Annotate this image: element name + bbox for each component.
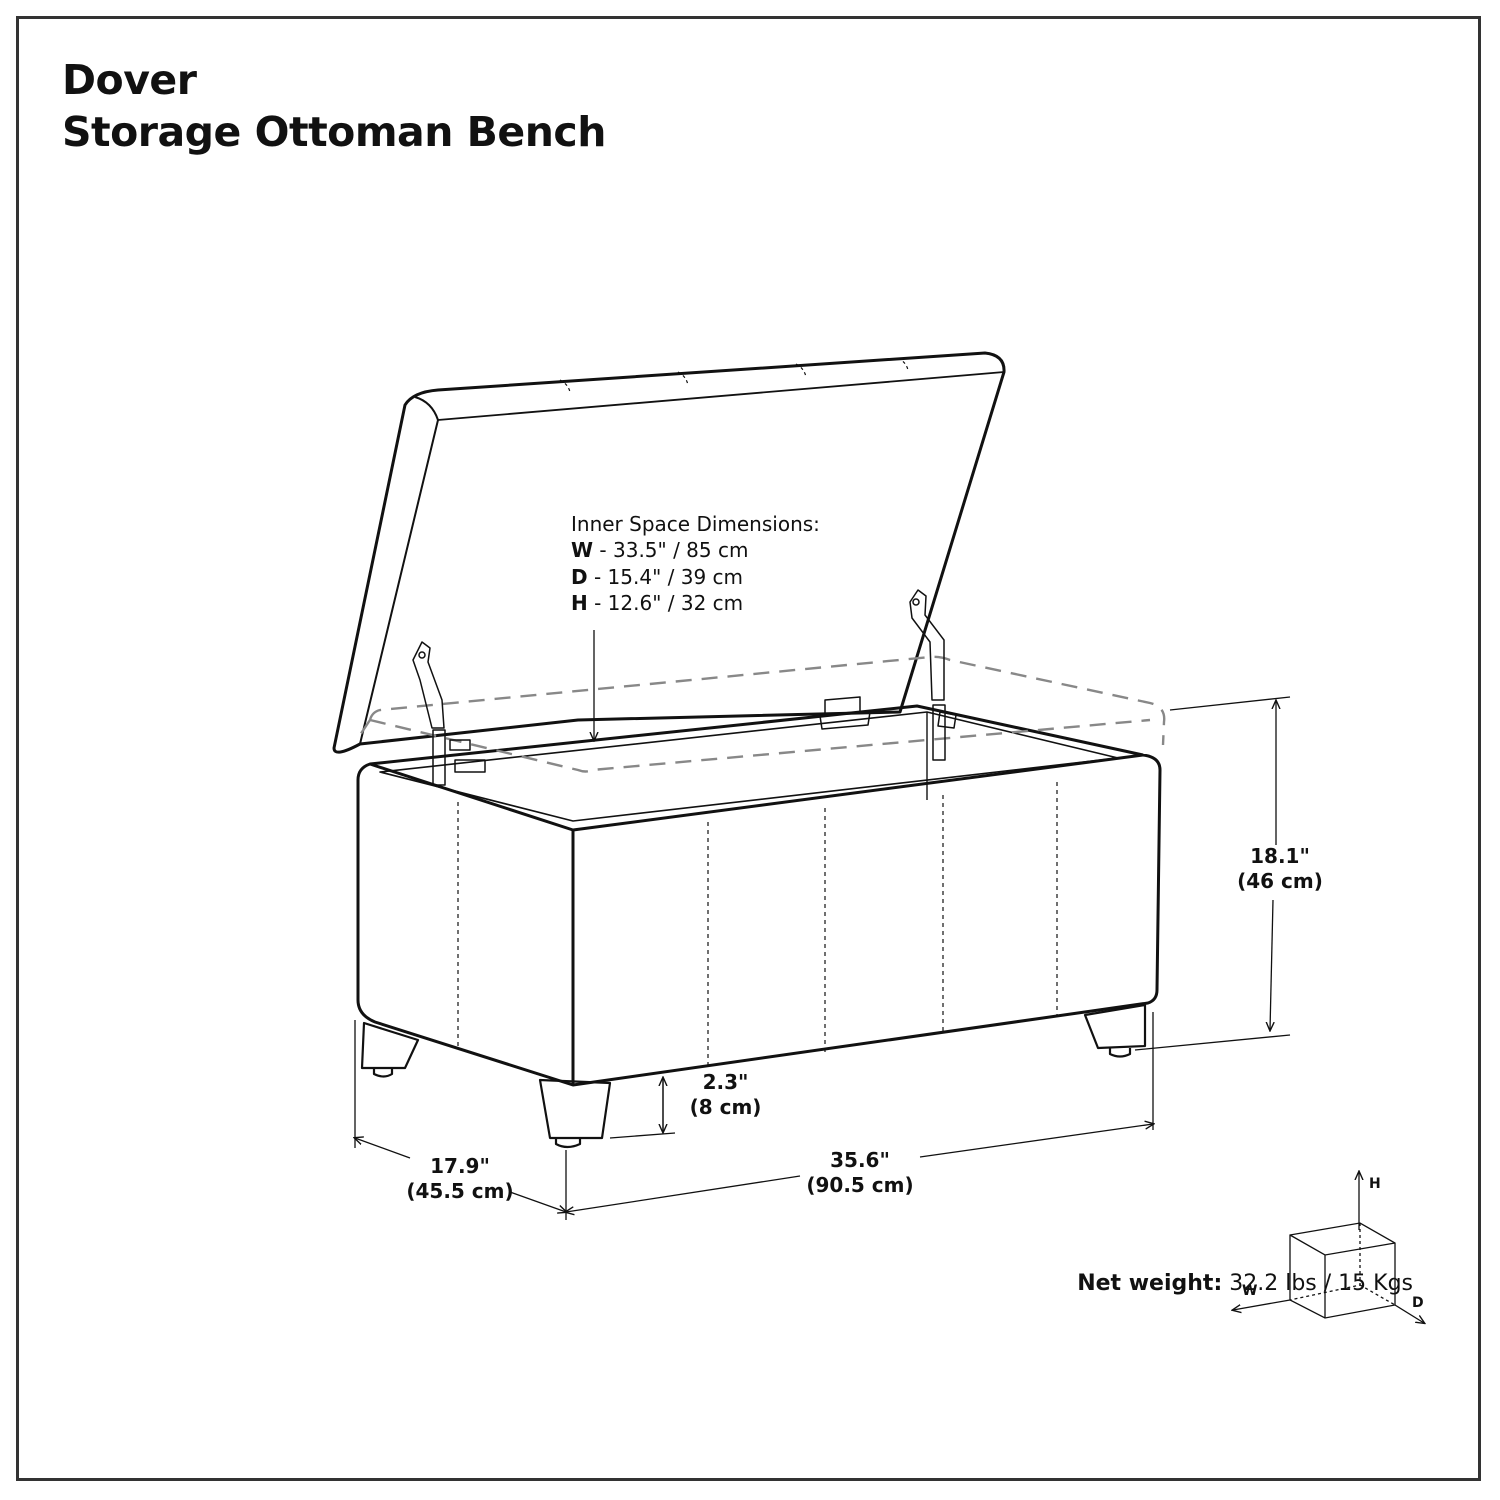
inner-width: W - 33.5" / 85 cm	[571, 538, 749, 563]
inner-space-outline	[357, 655, 1166, 773]
axis-h-label: H	[1369, 1176, 1381, 1192]
inner-space-dimensions: Inner Space Dimensions: W - 33.5" / 85 c…	[571, 511, 820, 617]
net-weight-label: Net weight:	[1077, 1271, 1223, 1296]
width-dimension-label: 35.6" (90.5 cm)	[806, 1148, 914, 1197]
hinges	[412, 589, 957, 786]
open-lid	[332, 351, 1006, 754]
leg-height-dimension-label: 2.3" (8 cm)	[689, 1070, 762, 1119]
product-type: Storage Ottoman Bench	[62, 108, 606, 156]
orientation-cube	[1233, 1172, 1424, 1323]
product-name: Dover	[62, 56, 197, 104]
net-weight-value: 32.2 lbs / 15 Kgs	[1222, 1271, 1413, 1296]
axis-w-label: W	[1242, 1283, 1258, 1299]
legs	[360, 1003, 1147, 1149]
inner-space-heading: Inner Space Dimensions:	[571, 512, 820, 536]
dimension-lines	[355, 696, 1291, 1220]
ottoman-body	[356, 696, 1162, 1087]
depth-dimension-label: 17.9" (45.5 cm)	[406, 1154, 514, 1203]
inner-depth: D - 15.4" / 39 cm	[571, 564, 744, 589]
diagram-frame	[16, 16, 1481, 1481]
axis-d-label: D	[1412, 1295, 1424, 1311]
net-weight: Net weight: 32.2 lbs / 15 Kgs	[1077, 1271, 1413, 1296]
inner-height: H - 12.6" / 32 cm	[571, 591, 744, 616]
height-dimension-label: 18.1" (46 cm)	[1237, 844, 1323, 893]
